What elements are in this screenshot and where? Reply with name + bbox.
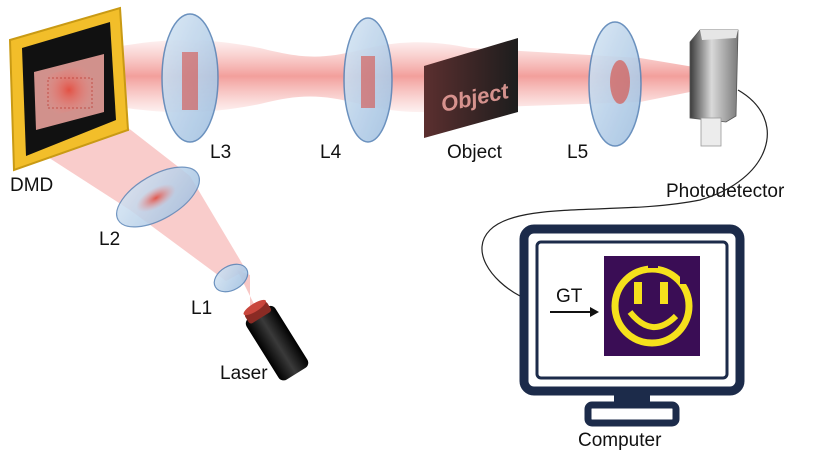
laser-label: Laser: [220, 363, 268, 384]
object-slide: Object: [424, 38, 518, 138]
photodetector-label: Photodetector: [666, 181, 785, 202]
laser-icon: [243, 299, 309, 381]
gt-arrow-icon: [550, 307, 599, 317]
l2-label: L2: [99, 229, 120, 250]
l3-label: L3: [210, 142, 231, 163]
l5-label: L5: [567, 142, 588, 163]
l1-label: L1: [191, 298, 212, 319]
gt-label: GT: [556, 286, 583, 307]
lens-l1: [213, 263, 249, 293]
beam-main-horizontal: [100, 39, 700, 113]
smiley-icon: [604, 256, 700, 356]
l4-label: L4: [320, 142, 342, 163]
cable: [481, 89, 768, 297]
photodetector-icon: [689, 29, 739, 147]
dmd-label: DMD: [10, 175, 53, 196]
dmd: [8, 6, 130, 172]
computer-label: Computer: [578, 430, 662, 451]
object-label: Object: [447, 142, 503, 163]
